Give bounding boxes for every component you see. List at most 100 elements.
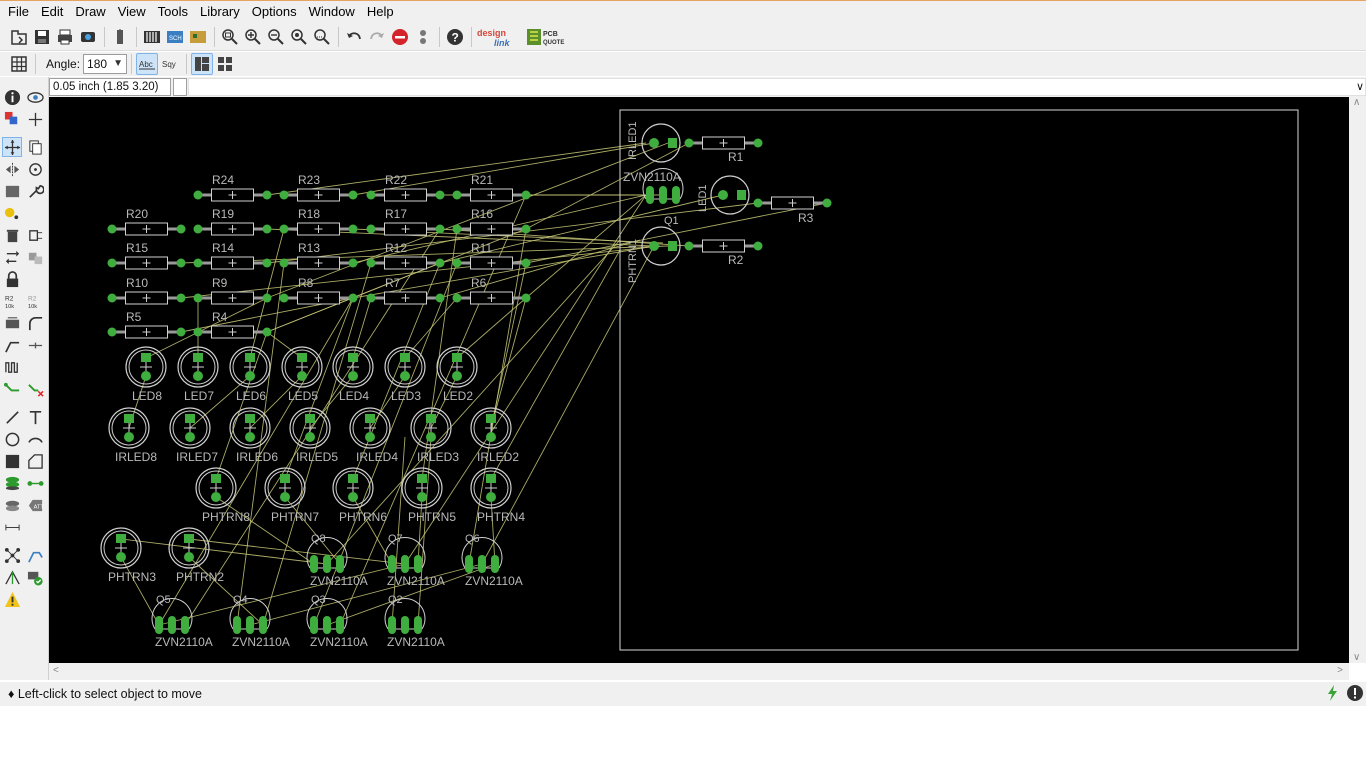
ratsnest-icon[interactable]	[2, 545, 22, 565]
resistor-r10[interactable]: R10	[107, 276, 186, 305]
zoom-in-icon[interactable]	[242, 26, 264, 48]
led-led7[interactable]: LED7	[177, 346, 219, 403]
move-icon[interactable]	[2, 137, 22, 157]
script-icon[interactable]	[109, 26, 131, 48]
erc-icon[interactable]	[2, 567, 22, 587]
phototransistor-phtrn1[interactable]: PHTRN1	[627, 226, 681, 283]
resistor-r19[interactable]: R19	[193, 207, 272, 236]
delete-icon[interactable]	[2, 225, 22, 245]
resistor-r22[interactable]: R22	[366, 173, 445, 202]
chevron-down-icon[interactable]: ∨	[1355, 81, 1364, 93]
resistor-r9[interactable]: R9	[193, 276, 272, 305]
wire-icon[interactable]	[2, 407, 22, 427]
led-led8[interactable]: LED8	[125, 346, 167, 403]
replace-icon[interactable]	[25, 247, 45, 267]
menu-edit[interactable]: Edit	[40, 4, 64, 19]
angle-select[interactable]: 180▼	[83, 54, 128, 74]
hole-icon[interactable]	[2, 495, 22, 515]
text-mirror-icon[interactable]: Sqy	[159, 53, 181, 75]
resistor-r15[interactable]: R15	[107, 241, 186, 270]
scroll-right-icon[interactable]: >	[1337, 665, 1343, 676]
paste-icon[interactable]	[2, 203, 22, 223]
phototransistor-phtrn5[interactable]: PHTRN5	[401, 467, 456, 524]
display-layers-icon[interactable]	[2, 109, 22, 129]
lightning-icon[interactable]	[1324, 684, 1342, 702]
phototransistor-phtrn8[interactable]: PHTRN8	[195, 467, 250, 524]
show-eye-icon[interactable]	[25, 87, 45, 107]
resistor-r20[interactable]: R20	[107, 207, 186, 236]
polygon-icon[interactable]	[25, 451, 45, 471]
menu-window[interactable]: Window	[308, 4, 355, 19]
resistor-r12[interactable]: R12	[366, 241, 445, 270]
resistor-r8[interactable]: R8	[279, 276, 358, 305]
open-icon[interactable]	[8, 26, 30, 48]
led-led6[interactable]: LED6	[229, 346, 271, 403]
copy-icon[interactable]	[25, 137, 45, 157]
redo-icon[interactable]	[366, 26, 388, 48]
rotate-icon[interactable]	[25, 159, 45, 179]
scroll-up-icon[interactable]: ∧	[1353, 97, 1361, 108]
vertical-scrollbar[interactable]: ∧ ∨	[1349, 97, 1366, 663]
resistor-r11[interactable]: R11	[452, 241, 531, 270]
resistor-r17[interactable]: R17	[366, 207, 445, 236]
led-led1[interactable]: LED1	[697, 175, 750, 215]
signal-icon[interactable]	[25, 473, 45, 493]
grid-icon[interactable]	[8, 53, 30, 75]
alert-icon[interactable]	[1346, 684, 1364, 702]
resistor-r3[interactable]: R3	[753, 196, 832, 225]
miter-icon[interactable]	[25, 313, 45, 333]
irled-irled3[interactable]: IRLED3	[410, 407, 459, 464]
mark-icon[interactable]	[25, 109, 45, 129]
help-icon[interactable]: ?	[444, 26, 466, 48]
resistor-r16[interactable]: R16	[452, 207, 531, 236]
ripup-icon[interactable]	[25, 379, 45, 399]
menu-draw[interactable]: Draw	[75, 4, 106, 19]
menu-library[interactable]: Library	[200, 4, 240, 19]
via-icon[interactable]	[2, 473, 22, 493]
smash-icon[interactable]	[2, 313, 22, 333]
menu-help[interactable]: Help	[366, 4, 394, 19]
zoom-fit-icon[interactable]	[219, 26, 241, 48]
add-part-icon[interactable]	[25, 225, 45, 245]
scroll-left-icon[interactable]: <	[53, 665, 59, 676]
horizontal-scrollbar[interactable]: < >	[49, 663, 1349, 680]
resistor-r1[interactable]: R1	[684, 136, 763, 164]
stop-icon[interactable]	[389, 26, 411, 48]
zoom-select-icon[interactable]	[311, 26, 333, 48]
group-icon[interactable]	[2, 181, 22, 201]
board-icon[interactable]	[187, 26, 209, 48]
irled-irled8[interactable]: IRLED8	[108, 407, 157, 464]
pinswap-icon[interactable]	[2, 247, 22, 267]
irled-irled7[interactable]: IRLED7	[169, 407, 218, 464]
print-icon[interactable]	[54, 26, 76, 48]
text-icon[interactable]	[25, 407, 45, 427]
resistor-r4[interactable]: R4	[193, 310, 272, 339]
change-wrench-icon[interactable]	[25, 181, 45, 201]
resistor-r7[interactable]: R7	[366, 276, 445, 305]
scroll-down-icon[interactable]: ∨	[1353, 652, 1361, 663]
irled-irled5[interactable]: IRLED5	[289, 407, 338, 464]
save-icon[interactable]	[31, 26, 53, 48]
irled-irled6[interactable]: IRLED6	[229, 407, 278, 464]
phototransistor-phtrn3[interactable]: PHTRN3	[100, 527, 156, 584]
arc-icon[interactable]	[25, 429, 45, 449]
zoom-out-icon[interactable]	[265, 26, 287, 48]
resistor-r5[interactable]: R5	[107, 310, 186, 339]
resistor-r24[interactable]: R24	[193, 173, 272, 202]
attribute-icon[interactable]: ATT	[25, 495, 45, 515]
split-icon[interactable]	[2, 335, 22, 355]
zoom-redraw-icon[interactable]	[288, 26, 310, 48]
go-icon[interactable]	[412, 26, 434, 48]
circle-icon[interactable]	[2, 429, 22, 449]
led-led3[interactable]: LED3	[384, 346, 426, 403]
cam-processor-icon[interactable]	[77, 26, 99, 48]
irled-irled1[interactable]: IRLED1	[627, 121, 681, 163]
menu-view[interactable]: View	[117, 4, 146, 19]
optimize-icon[interactable]	[25, 335, 45, 355]
